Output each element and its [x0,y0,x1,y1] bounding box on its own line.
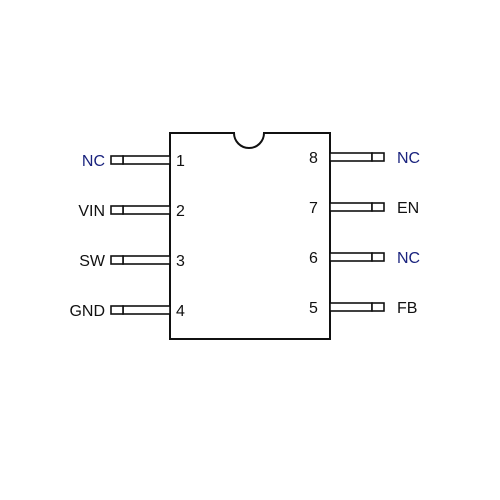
pin-7-number: 7 [309,200,318,217]
pin-4-lead-end [110,305,124,315]
pin-6-number: 6 [309,250,318,267]
pin-3-number: 3 [176,253,185,270]
pin-1-number: 1 [176,153,185,170]
pin-8-name: NC [397,150,420,167]
pin-1-lead-end [110,155,124,165]
ic-package-body [169,132,331,340]
pin-6-lead [329,252,373,262]
pin-1-lead [122,155,171,165]
pin-4-number: 4 [176,303,185,320]
pin-5-name: FB [397,300,417,317]
pin-4-name: GND [69,303,105,320]
pin-5-lead [329,302,373,312]
left-leads [110,155,171,315]
pin-7-lead-end [371,202,385,212]
pin-2-lead-end [110,205,124,215]
pin-3-lead [122,255,171,265]
pin-8-number: 8 [309,150,318,167]
pin-6-name: NC [397,250,420,267]
pin-2-number: 2 [176,203,185,220]
pin-6-lead-end [371,252,385,262]
pin-2-name: VIN [78,203,105,220]
pin-names: NC VIN SW GND FB NC EN NC [69,150,420,320]
pin-5-lead-end [371,302,385,312]
pin-8-lead [329,152,373,162]
pin-4-lead [122,305,171,315]
pin-1-name: NC [82,153,105,170]
pin-2-lead [122,205,171,215]
pin-8-lead-end [371,152,385,162]
pin-5-number: 5 [309,300,318,317]
pin-3-lead-end [110,255,124,265]
pin-7-name: EN [397,200,419,217]
pin-7-lead [329,202,373,212]
pin-numbers: 1 2 3 4 5 6 7 8 [176,150,318,320]
pin-3-name: SW [79,253,106,270]
right-leads [329,152,385,312]
